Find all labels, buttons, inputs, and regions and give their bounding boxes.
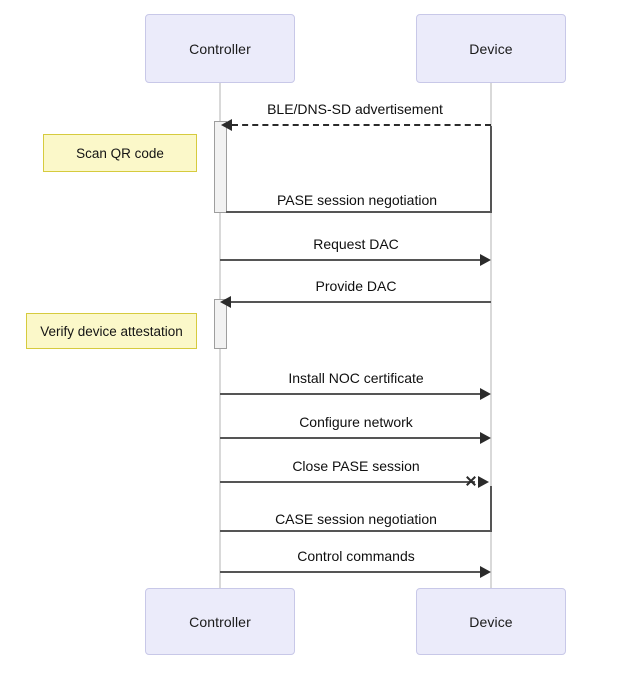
arrow-head-install-noc [480,388,491,400]
message-line-install-noc [220,393,481,395]
message-line-configure-network [220,437,481,439]
participant-controller-bottom[interactable]: Controller [145,588,295,655]
message-bracket-right-pase [490,126,492,212]
message-label-install-noc: Install NOC certificate [288,370,423,386]
message-label-close-pase: Close PASE session [292,458,419,474]
lifeline-device [490,83,492,589]
note-verify-attestation-label: Verify device attestation [40,323,183,339]
arrow-head-control-commands [480,566,491,578]
participant-controller-bottom-label: Controller [189,613,251,630]
message-line-case [220,530,492,532]
message-text-close-pase: Close PASE session [292,458,420,474]
participant-device-bottom[interactable]: Device [416,588,566,655]
message-text-install-noc: Install NOC certificate [288,370,424,386]
participant-controller-top-label: Controller [189,40,251,57]
participant-device-bottom-label: Device [469,613,513,630]
message-label-control-commands: Control commands [297,548,415,564]
arrow-head-request-dac [480,254,491,266]
note-verify-device-attestation[interactable]: Verify device attestation [26,313,197,349]
participant-device-top-label: Device [469,40,513,57]
message-line-ble-dnssd [232,124,491,126]
arrow-head-provide-dac [220,296,231,308]
message-text-pase: PASE session negotiation [276,192,438,208]
note-scan-qr-code-label: Scan QR code [76,145,164,161]
message-label-pase: PASE session negotiation [277,192,437,208]
message-label-case: CASE session negotiation [275,511,437,527]
destruction-x-icon-close-pase [465,475,477,487]
activation-bar-pase [214,121,227,213]
note-scan-qr-code[interactable]: Scan QR code [43,134,197,172]
message-label-ble-dnssd: BLE/DNS-SD advertisement [267,101,443,117]
message-text-control-commands: Control commands [297,548,415,564]
participant-controller-top[interactable]: Controller [145,14,295,83]
message-label-provide-dac: Provide DAC [316,278,397,294]
message-line-pase [226,211,492,213]
arrow-head-ble-dnssd [221,119,232,131]
message-line-close-pase [220,481,475,483]
message-text-configure-network: Configure network [299,414,413,430]
message-line-request-dac [220,259,481,261]
message-line-control-commands [220,571,481,573]
message-line-provide-dac [231,301,491,303]
message-bracket-right-case [490,486,492,531]
message-text-ble-dnssd: BLE/DNS-SD advertisement [267,101,443,117]
participant-device-top[interactable]: Device [416,14,566,83]
message-text-request-dac: Request DAC [313,236,399,252]
message-label-configure-network: Configure network [299,414,413,430]
arrow-head-close-pase [478,476,489,488]
message-text-case: CASE session negotiation [275,511,437,527]
arrow-head-configure-network [480,432,491,444]
message-text-provide-dac: Provide DAC [315,278,397,294]
message-label-request-dac: Request DAC [313,236,399,252]
